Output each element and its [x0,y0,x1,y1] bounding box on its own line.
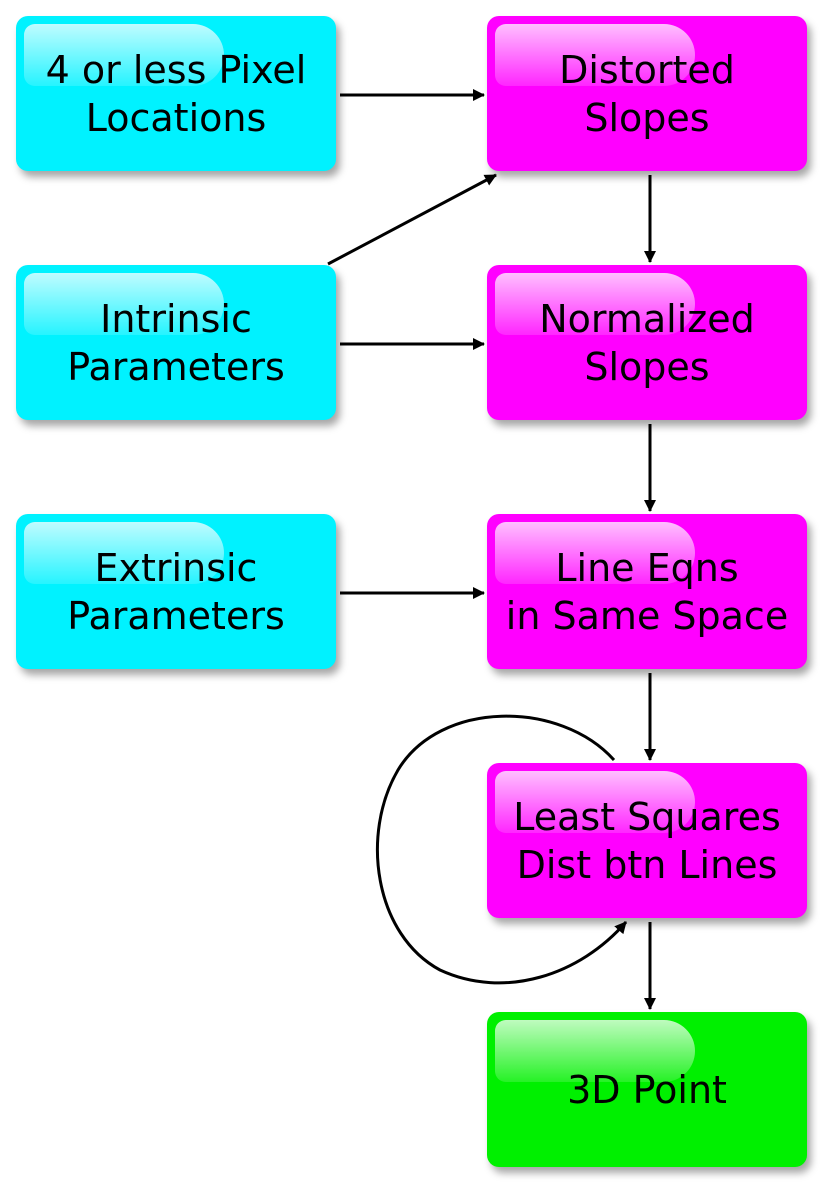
node-label: Line Eqns in Same Space [505,545,789,638]
node-label: Extrinsic Parameters [67,545,285,638]
arrow-intrinsic-to-distorted [327,173,497,266]
node-3d-point: 3D Point [487,1012,807,1167]
node-normalized-slopes: Normalized Slopes [487,265,807,420]
node-distorted-slopes: Distorted Slopes [487,16,807,171]
node-label: Intrinsic Parameters [67,296,285,389]
node-line-eqns: Line Eqns in Same Space [487,514,807,669]
node-pixel-locations: 4 or less Pixel Locations [16,16,336,171]
node-least-squares: Least Squares Dist btn Lines [487,763,807,918]
arrow-leastsquares-self-loop [375,714,628,985]
node-intrinsic-parameters: Intrinsic Parameters [16,265,336,420]
node-label: 3D Point [567,1067,727,1112]
node-label: 4 or less Pixel Locations [45,47,307,140]
node-label: Least Squares Dist btn Lines [513,794,781,887]
node-extrinsic-parameters: Extrinsic Parameters [16,514,336,669]
node-label: Distorted Slopes [559,47,735,140]
node-label: Normalized Slopes [539,296,755,389]
